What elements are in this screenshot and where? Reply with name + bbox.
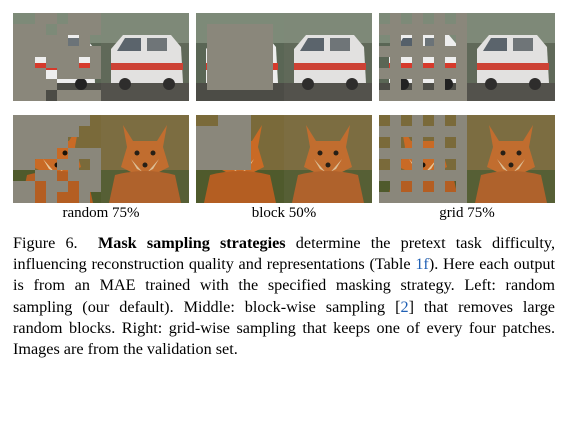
reconstruction-fox-random xyxy=(101,115,189,203)
figure-number: Figure 6. xyxy=(13,234,78,252)
caption-text: determine the pretext task difficulty, i… xyxy=(13,234,555,274)
reconstruction-ambulance-grid xyxy=(467,13,555,101)
svg xyxy=(284,13,372,101)
column-label-grid: grid 75% xyxy=(439,205,495,221)
svg xyxy=(467,115,555,203)
figure-caption: Figure 6. Mask sampling strategies deter… xyxy=(13,233,555,360)
caption-text: ). Here each output is from an MAE train… xyxy=(13,255,556,316)
figure-column-grid xyxy=(379,13,555,203)
image-pair-fox xyxy=(196,115,372,203)
image-pair-ambulance xyxy=(196,13,372,101)
reconstruction-ambulance-random xyxy=(101,13,189,101)
figure-column-random xyxy=(13,13,189,203)
svg xyxy=(196,115,284,203)
masked-image-ambulance-block xyxy=(196,13,284,101)
masked-image-fox-grid xyxy=(379,115,467,203)
masked-image-ambulance-random xyxy=(13,13,101,101)
svg xyxy=(196,13,284,101)
masked-image-fox-block xyxy=(196,115,284,203)
svg xyxy=(13,13,101,101)
svg xyxy=(13,115,101,203)
caption-text: ] that removes large random blocks. Righ… xyxy=(13,297,555,359)
caption-title: Mask sampling strategies xyxy=(97,234,286,252)
svg xyxy=(467,13,555,101)
citation-link[interactable]: 2 xyxy=(400,297,409,316)
masked-image-fox-random xyxy=(13,115,101,203)
reconstruction-fox-grid xyxy=(467,115,555,203)
reconstruction-ambulance-block xyxy=(284,13,372,101)
svg xyxy=(284,115,372,203)
table-reference-link[interactable]: 1f xyxy=(415,255,429,274)
svg xyxy=(101,115,189,203)
svg xyxy=(379,115,467,203)
image-pair-fox xyxy=(379,115,555,203)
column-label-block: block 50% xyxy=(251,205,317,221)
image-pair-fox xyxy=(13,115,189,203)
image-pair-ambulance xyxy=(13,13,189,101)
svg xyxy=(101,13,189,101)
svg xyxy=(379,13,467,101)
column-label-random: random 75% xyxy=(62,205,140,221)
reconstruction-fox-block xyxy=(284,115,372,203)
masked-image-ambulance-grid xyxy=(379,13,467,101)
image-pair-ambulance xyxy=(379,13,555,101)
figure-column-block xyxy=(196,13,372,203)
